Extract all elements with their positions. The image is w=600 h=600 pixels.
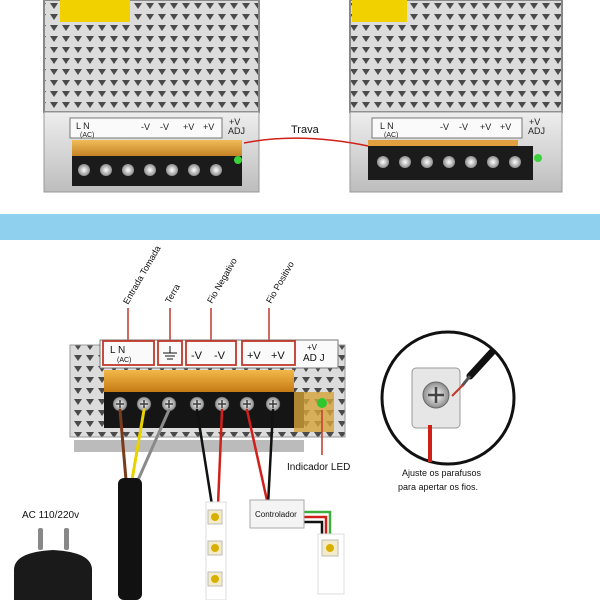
bottom-safety-cover (104, 370, 294, 392)
ground-symbol (163, 346, 177, 360)
bottom-label-strip (99, 339, 339, 369)
safety-cover (72, 140, 242, 156)
top-left-label-ac: (AC) (80, 132, 94, 139)
top-left-label-pos1: +V (183, 122, 194, 132)
led-indicator-label: Indicador LED (287, 462, 350, 473)
terminal-label-strip (69, 117, 223, 139)
red-wire-2 (245, 408, 270, 507)
screw-tip-line2: para apertar os fios. (398, 482, 478, 492)
callout-box-negativo (185, 340, 237, 366)
ac-cable (118, 478, 142, 600)
controller-red-wire (298, 515, 328, 542)
plug-pin-left (38, 528, 43, 550)
bottom-label-neg2: -V (214, 350, 226, 362)
top-right-label-adj: ADJ (528, 126, 545, 136)
controller-box (249, 499, 305, 529)
plug-pin-right (64, 528, 69, 550)
bottom-psu (69, 339, 346, 452)
latch-label: Trava (291, 124, 320, 136)
bottom-label-pos1: +V (247, 350, 261, 362)
top-left-label-pos2: +V (203, 122, 214, 132)
controller-label: Controlador (255, 510, 297, 519)
red-wire-1 (216, 408, 224, 507)
led-top-left (234, 156, 242, 164)
callout-positivo: Fio Positivo (264, 260, 296, 305)
warning-sticker-right (352, 0, 407, 22)
callout-box-entrada (102, 340, 155, 366)
screwdriver-icon (451, 348, 496, 397)
top-left-label-adj: ADJ (228, 126, 245, 136)
callout-box-positivo (241, 340, 296, 366)
top-right-label-ac: (AC) (384, 132, 398, 139)
led-indicator-dot (317, 398, 327, 408)
top-right-label-neg1: -V (440, 122, 449, 132)
top-right-label-neg2: -V (459, 122, 468, 132)
bottom-label-adj: AD J (303, 353, 325, 364)
bottom-label-ac: (AC) (117, 357, 131, 364)
yellow-wire (130, 408, 146, 482)
section-divider (0, 214, 600, 240)
top-left-label-ln: L N (76, 121, 90, 131)
screw-tip-line1: Ajuste os parafusos (402, 468, 482, 478)
callout-box-terra (157, 340, 183, 366)
top-right-psu (349, 0, 563, 193)
bottom-label-neg1: -V (191, 350, 203, 362)
power-plug (14, 528, 92, 600)
gray-wire (136, 408, 171, 482)
top-right-label-adj-top: +V (529, 117, 540, 127)
top-left-label-neg1: -V (141, 122, 150, 132)
top-right-label-pos2: +V (500, 122, 511, 132)
bottom-label-pos2: +V (271, 350, 285, 362)
led-strip-2 (317, 533, 345, 595)
green-wire (298, 510, 332, 542)
top-right-label-ln: L N (380, 121, 394, 131)
callout-negativo: Fio Negativo (205, 256, 239, 305)
black-wire-2 (266, 408, 275, 507)
bottom-label-ln: L N (110, 345, 125, 356)
top-left-psu (43, 0, 260, 193)
bottom-label-adj-top: +V (307, 343, 318, 352)
led-strip-1 (205, 501, 227, 600)
warning-sticker (60, 0, 130, 22)
callout-entrada: Entrada Tomada (121, 244, 163, 306)
brown-wire (118, 408, 128, 482)
top-left-label-neg2: -V (160, 122, 169, 132)
screw-tip-magnifier (380, 330, 516, 466)
top-left-label-adj-top: +V (229, 117, 240, 127)
callout-terra: Terra (163, 282, 182, 305)
latch-arrow (243, 137, 369, 147)
top-right-label-pos1: +V (480, 122, 491, 132)
black-wire-1 (195, 408, 214, 507)
ac-voltage-label: AC 110/220v (22, 510, 79, 521)
